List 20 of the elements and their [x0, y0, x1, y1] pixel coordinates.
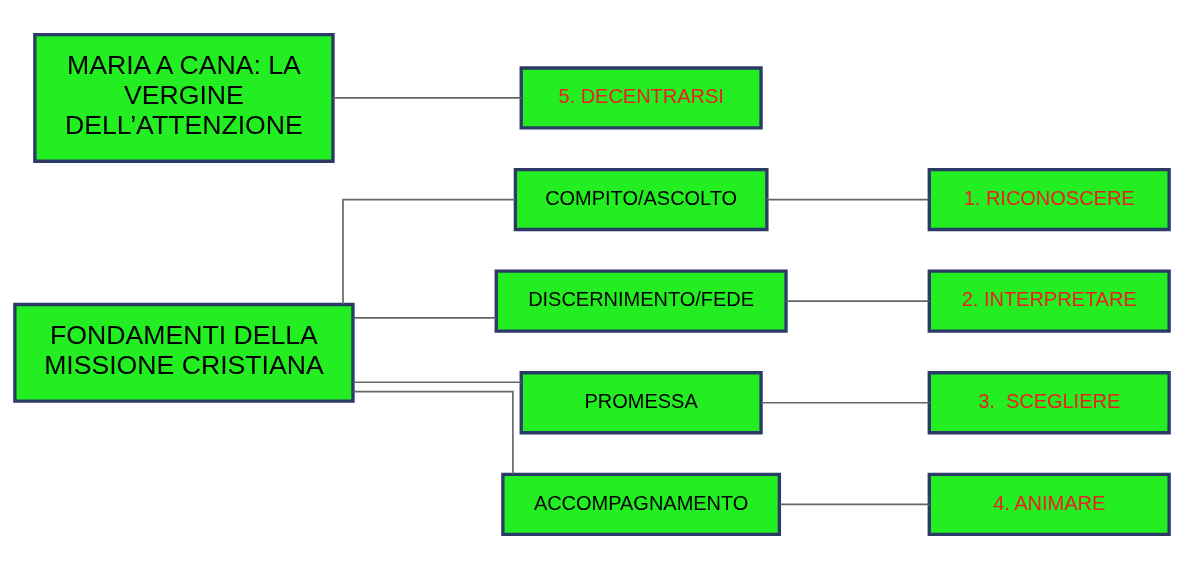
node-box: 4. ANIMARE	[927, 472, 1171, 536]
connector	[760, 401, 930, 404]
node-box: 1. RICONOSCERE	[927, 167, 1171, 232]
node-box: DISCERNIMENTO/FEDE	[494, 269, 788, 333]
connector	[332, 97, 523, 99]
connector	[785, 300, 930, 302]
node-box: PROMESSA	[519, 371, 763, 435]
node-box: 3. SCEGLIERE	[927, 371, 1171, 435]
connector	[352, 390, 514, 475]
node-box: MARIA A CANA: LA VERGINE DELL’ATTENZIONE	[33, 33, 335, 163]
connector	[766, 198, 930, 201]
connector	[342, 198, 516, 306]
node-box: FONDAMENTI DELLA MISSIONE CRISTIANA	[13, 302, 355, 403]
connector	[779, 503, 931, 506]
connector	[352, 316, 497, 319]
connector	[352, 381, 522, 384]
node-box: ACCOMPAGNAMENTO	[501, 472, 782, 536]
node-box: 2. INTERPRETARE	[927, 269, 1171, 333]
node-box: COMPITO/ASCOLTO	[513, 167, 769, 232]
node-box: 5. DECENTRARSI	[519, 66, 763, 130]
